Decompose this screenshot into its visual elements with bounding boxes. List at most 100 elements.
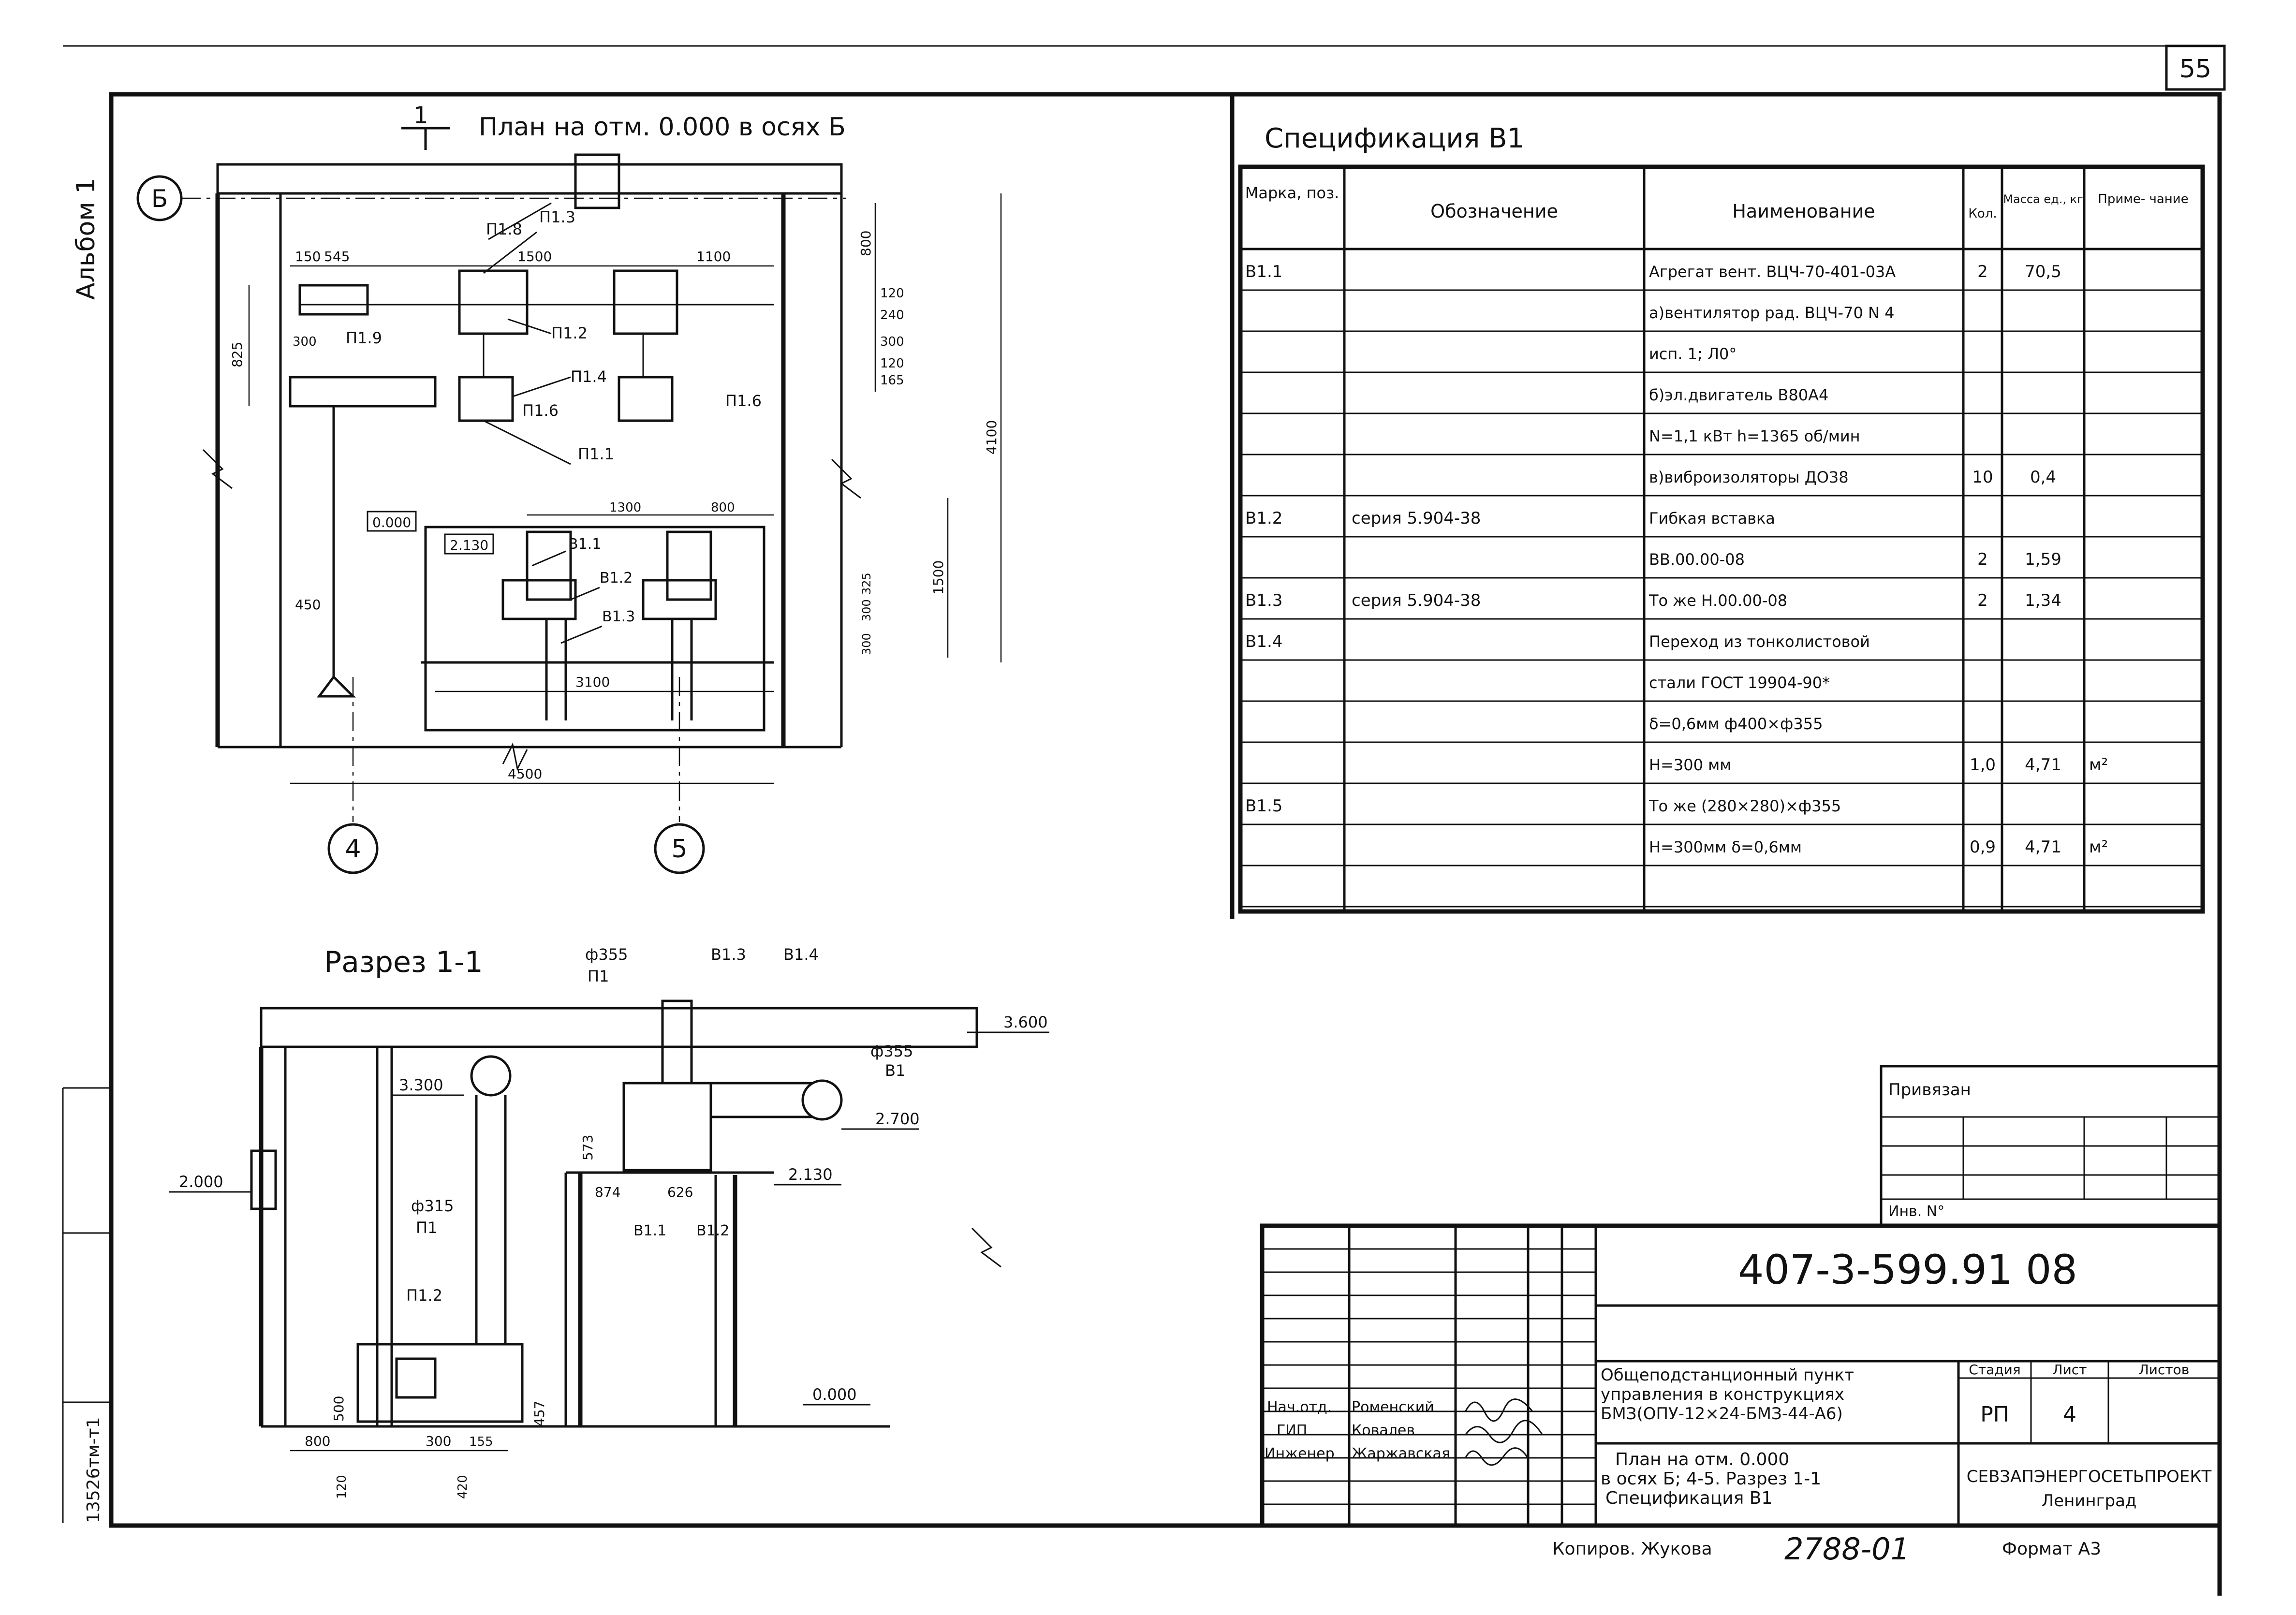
spec-row-lines — [1240, 289, 2203, 908]
plan-inner-room — [424, 526, 765, 732]
plan-level-box-b — [444, 533, 494, 555]
spec-cell: 70,5 — [2025, 262, 2061, 281]
section-level: 3.300 — [399, 1076, 443, 1094]
plan-dim: 4500 — [508, 766, 542, 782]
section-dim: 874 — [595, 1184, 620, 1200]
copied-by: Копиров. Жукова — [1552, 1539, 1712, 1559]
spec-header-qty: Кол. — [1968, 206, 1997, 221]
spec-cell: Переход из тонколистовой — [1649, 632, 1870, 651]
spec-cell: Агрегат вент. ВЦЧ-70-401-03А — [1649, 263, 1896, 281]
spec-cell: То же Н.00.00-08 — [1648, 591, 1787, 610]
plan-title: План на отм. 0.000 в осях Б — [479, 113, 846, 142]
plan-label: П1.4 — [571, 367, 607, 386]
plan-dim: 240 — [880, 308, 904, 323]
section-level: 2.700 — [875, 1110, 920, 1128]
section-label: В1.3 — [711, 945, 746, 964]
specification-table: Спецификация В1 Марка, поз. Обозначение … — [1238, 123, 2205, 914]
plan-dim: 165 — [880, 373, 904, 388]
section-level: 3.600 — [1003, 1013, 1048, 1031]
section-view: Разрез 1-1 ф355 П1 В1.3 В1.4 ф355 В1 ф31… — [169, 945, 1049, 1499]
sheet-number: 4 — [2063, 1402, 2076, 1427]
plan-view: 1 План на отм. 0.000 в осях Б Б — [136, 102, 1002, 874]
section-label: В1 — [885, 1061, 905, 1080]
role-title: ГИП — [1277, 1422, 1307, 1439]
spec-cell: Гибкая вставка — [1649, 509, 1775, 528]
plan-label: В1.2 — [600, 570, 633, 587]
plan-dim: 545 — [324, 249, 350, 264]
role-person: Роменский — [1352, 1399, 1434, 1416]
plan-label: В1.3 — [602, 608, 635, 625]
section-roof-slab — [260, 1007, 978, 1048]
plan-fan-2 — [613, 269, 678, 335]
break-mark — [502, 742, 528, 771]
drawing-frame — [109, 92, 2222, 1528]
sheet-name-line: Спецификация В1 — [1605, 1488, 1772, 1508]
privyazan-label: Привязан — [1888, 1080, 1971, 1100]
spec-cell: м² — [2089, 837, 2108, 857]
plan-duct-end — [317, 675, 356, 698]
main-stamp — [1260, 1223, 2222, 1528]
section-dim: 420 — [456, 1475, 470, 1499]
spec-cell: серия 5.904-38 — [1352, 509, 1481, 528]
leader — [531, 550, 566, 567]
spec-header-name: Наименование — [1732, 201, 1875, 222]
section-mark-number: 1 — [413, 102, 428, 129]
leader — [488, 202, 552, 240]
plan-motor-3 — [501, 579, 577, 620]
section-label: П1 — [416, 1219, 437, 1237]
role-title: Инженер — [1265, 1445, 1335, 1462]
spec-cell: 10 — [1972, 468, 1993, 487]
plan-label: П1.6 — [725, 392, 762, 410]
spec-cell: 0,4 — [2030, 468, 2056, 487]
plan-duct-p19 — [289, 376, 437, 408]
stage-value: РП — [1980, 1402, 2009, 1427]
plan-dim: 325 — [860, 573, 873, 595]
role-title: Нач.отд. — [1267, 1399, 1332, 1416]
spec-table-frame — [1238, 164, 2205, 914]
spec-cell: N=1,1 кВт h=1365 об/мин — [1649, 427, 1860, 445]
spec-cell: серия 5.904-38 — [1352, 591, 1481, 610]
section-title: Разрез 1-1 — [324, 945, 483, 979]
plan-label: П1.3 — [539, 208, 575, 226]
section-upper-riser — [661, 999, 693, 1085]
album-label: Альбом 1 — [72, 178, 101, 300]
project-name-line: БМЗ(ОПУ-12×24-БМЗ-44-А6) — [1601, 1404, 1843, 1424]
order-number: 2788-01 — [1784, 1531, 1910, 1567]
page-number-box — [2165, 44, 2226, 91]
section-label: ф355 — [585, 945, 628, 964]
plan-duct-left — [298, 284, 369, 316]
plan-label: П1.6 — [522, 401, 559, 420]
section-label: ф355 — [870, 1042, 913, 1060]
signature-2 — [1464, 1420, 1544, 1443]
spec-cell: 2 — [1977, 591, 1988, 610]
spec-header-mark: Марка, поз. — [1245, 184, 1339, 202]
spec-cell: ВВ.00.00-08 — [1649, 550, 1745, 569]
plan-dim: 300 — [293, 335, 317, 349]
spec-header-note: Приме- чание — [2098, 192, 2188, 206]
spec-header-mass: Масса ед., кг — [2003, 192, 2083, 206]
stamp-grid — [1262, 1248, 1596, 1505]
plan-dim: 800 — [858, 231, 874, 256]
section-dim: 155 — [469, 1435, 493, 1449]
format-label: Формат А3 — [2002, 1539, 2101, 1559]
plan-top-wall — [216, 163, 843, 195]
section-dim: 500 — [331, 1396, 347, 1422]
sheet-name-line: в осях Б; 4-5. Разрез 1-1 — [1601, 1469, 1821, 1489]
spec-cell: 4,71 — [2025, 755, 2061, 775]
city: Ленинград — [2042, 1491, 2137, 1511]
plan-fan-4 — [666, 530, 712, 601]
signature-3 — [1464, 1447, 1529, 1466]
axis-label-b: Б — [151, 185, 168, 213]
leader — [507, 318, 552, 335]
leader — [570, 587, 600, 601]
spec-cell: а)вентилятор рад. ВЦЧ-70 N 4 — [1649, 304, 1894, 322]
section-dim: 457 — [531, 1401, 547, 1426]
plan-motor-2 — [618, 376, 674, 422]
stage-label: Стадия — [1969, 1362, 2020, 1378]
spec-cell: 2 — [1977, 550, 1988, 569]
spec-cell: м² — [2089, 755, 2108, 775]
spec-cell: То же (280×280)×ф355 — [1648, 797, 1841, 815]
axis-label-4: 4 — [345, 835, 361, 864]
